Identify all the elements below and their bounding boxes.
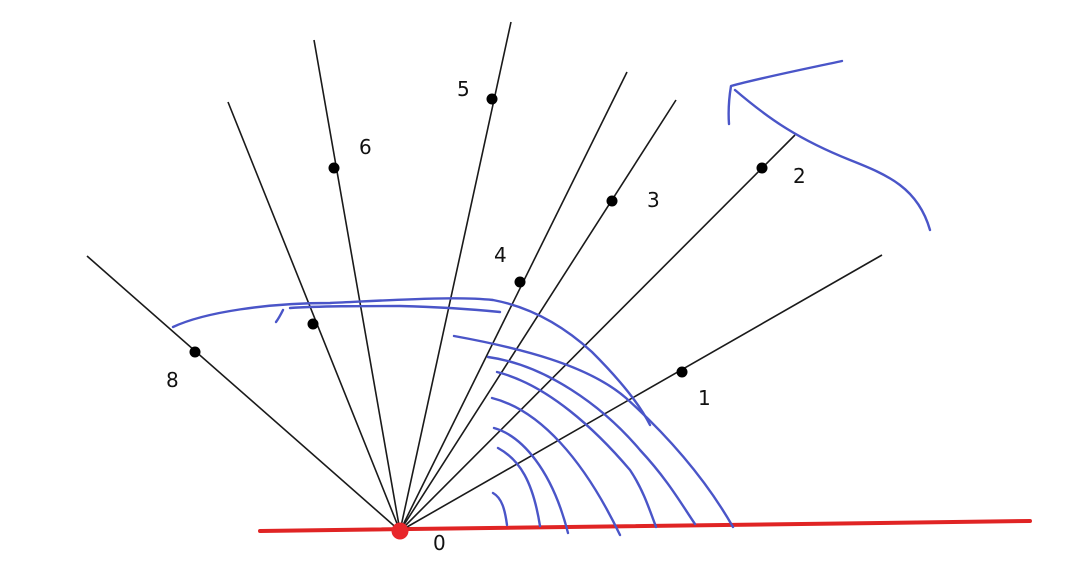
label-4: 4 [494,243,507,267]
arc-2 [496,446,542,528]
arc-6 [486,355,697,526]
ray-points [189,93,768,378]
arc-inner-top [288,304,502,314]
arc-5 [495,370,658,529]
point-3 [606,195,618,207]
ray-4 [399,71,628,532]
arrow-shaft [733,88,932,232]
ray-5 [399,21,512,532]
label-8: 8 [166,368,179,392]
rays [86,21,883,532]
arc-7 [452,334,735,529]
arc-outer [171,297,652,427]
ray-7 [227,101,401,532]
arc-1 [491,491,509,527]
hand-drawn-arcs [171,297,735,537]
ray-2 [399,134,796,532]
label-3: 3 [647,188,660,212]
arc-3 [492,426,570,535]
ray-8 [86,255,401,532]
label-7: 7 [272,303,285,327]
point-labels: 0 1 2 3 4 5 6 7 8 [166,77,806,555]
ray-1 [399,254,883,532]
rotation-arrow [727,59,932,232]
point-6 [328,162,340,174]
label-0: 0 [433,531,446,555]
point-8 [189,346,201,358]
arc-4 [490,396,622,537]
label-5: 5 [457,77,470,101]
point-1 [676,366,688,378]
baseline [258,519,1032,533]
point-4 [514,276,526,288]
point-2 [756,162,768,174]
point-7 [307,318,319,330]
label-2: 2 [793,164,806,188]
ray-6 [313,39,401,532]
origin-point [391,522,409,540]
point-5 [486,93,498,105]
label-6: 6 [359,135,372,159]
arrow-head-icon [727,59,844,126]
label-1: 1 [698,386,711,410]
label-7-mark [274,308,285,324]
